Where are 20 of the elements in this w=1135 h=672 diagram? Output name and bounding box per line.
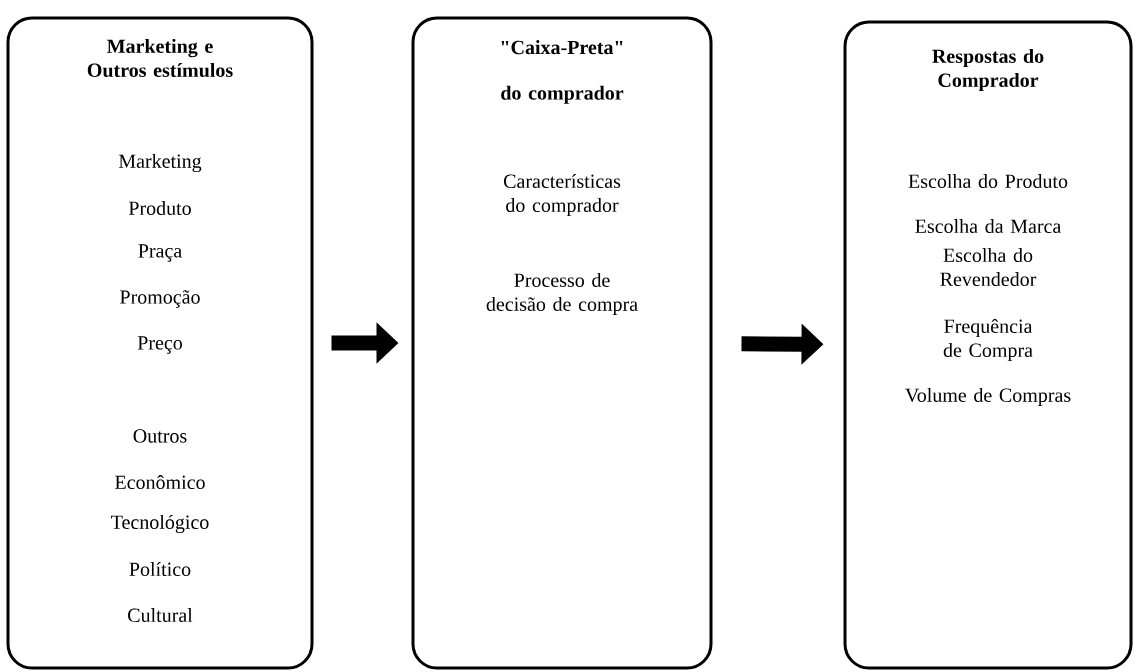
- list-item: Volume de Compras: [905, 387, 1071, 407]
- list-item: Escolha do Revendedor: [940, 247, 1037, 286]
- list-item: Cultural: [128, 607, 193, 623]
- list-item: Tecnológico: [111, 514, 209, 534]
- list-item: Promoção: [120, 290, 200, 308]
- list-item: Outros: [133, 429, 187, 443]
- list-item: Marketing: [118, 153, 202, 173]
- list-item: Produto: [128, 200, 191, 215]
- list-item: Escolha do Produto: [908, 173, 1068, 188]
- list-item: Praça: [138, 244, 182, 262]
- list-item: Econômico: [115, 474, 205, 490]
- list-item: Político: [129, 561, 191, 577]
- list-item: Escolha da Marca: [915, 218, 1062, 233]
- list-item: Características do comprador: [503, 173, 621, 217]
- list-item: Frequência de Compra: [943, 318, 1033, 362]
- box-heading: "Caixa-Preta" do comprador: [501, 40, 624, 104]
- list-item: Preço: [137, 336, 182, 354]
- box-heading: Marketing e Outros estímulos: [87, 38, 233, 78]
- box-heading: Respostas do Comprador: [932, 48, 1044, 92]
- list-item: Processo de decisão de compra: [486, 272, 638, 316]
